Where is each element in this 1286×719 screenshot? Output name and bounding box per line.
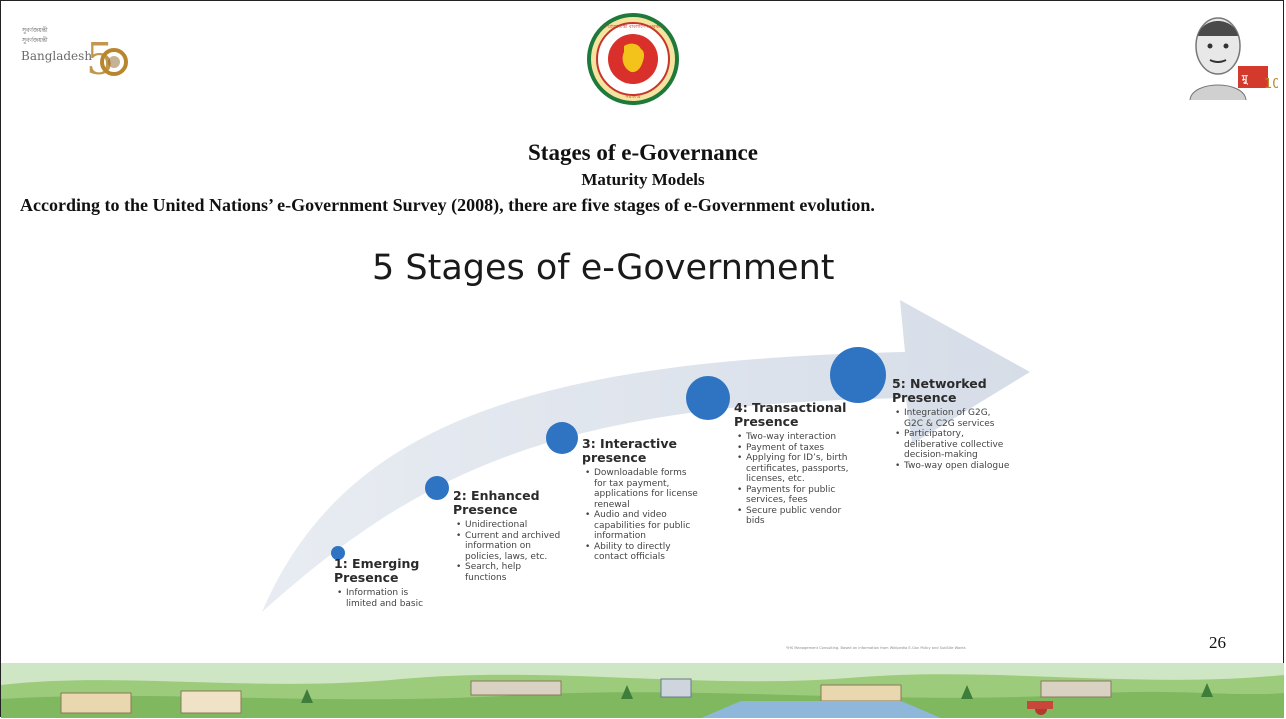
stage-4-bullet: Applying for ID’s, birth certificates, p… [737, 453, 854, 485]
mujib-100-logo: মু 100 [1178, 8, 1286, 104]
stage-5-bullet: Participatory, deliberative collective d… [895, 429, 1010, 461]
stage-4-bullet: Secure public vendor bids [737, 506, 854, 527]
stage-2-circle [425, 476, 449, 500]
slide-title: Stages of e-Governance [528, 140, 758, 165]
svg-text:গণপ্রজাতন্ত্রী বাংলাদেশ সরকার: গণপ্রজাতন্ত্রী বাংলাদেশ সরকার [603, 23, 664, 30]
stage-2-bullet: Unidirectional [456, 520, 563, 531]
stage-3-bullet: Audio and video capabilities for public … [585, 510, 700, 542]
svg-text:সরকারি: সরকারি [624, 94, 640, 100]
stage-2-title-line2: Presence [453, 502, 518, 517]
stage-3-block: 3: Interactive presence Downloadable for… [582, 437, 700, 563]
stage-3-title-line1: 3: Interactive [582, 436, 677, 451]
stage-2-title-line1: 2: Enhanced [453, 488, 540, 503]
svg-text:সুবর্ণজয়ন্তী: সুবর্ণজয়ন্তী [21, 26, 48, 34]
stage-1-block: 1: Emerging Presence Information is limi… [334, 557, 434, 609]
stage-3-title-line2: presence [582, 450, 647, 465]
stage-4-bullet: Payment of taxes [737, 443, 854, 454]
stage-2-block: 2: Enhanced Presence Unidirectional Curr… [453, 489, 563, 583]
stage-1-circle [331, 546, 345, 560]
government-seal-icon: গণপ্রজাতন্ত্রী বাংলাদেশ সরকার সরকারি [586, 12, 680, 106]
stage-4-circle [686, 376, 730, 420]
figure-credit: YHS Management Consulting. Based on info… [786, 646, 966, 650]
bangladesh-50-logo: সুবর্ণজয়ন্তী সুবর্ণজয়ন্তী Bangladesh 5 [18, 14, 128, 94]
stage-1-title-line2: Presence [334, 570, 399, 585]
svg-text:সুবর্ণজয়ন্তী: সুবর্ণজয়ন্তী [21, 36, 48, 44]
stage-4-title-line2: Presence [734, 414, 799, 429]
stage-1-title-line1: 1: Emerging [334, 556, 420, 571]
stage-3-bullet: Ability to directly contact officials [585, 542, 700, 563]
page-number: 26 [1209, 633, 1226, 652]
stage-4-bullet: Payments for public services, fees [737, 485, 854, 506]
stage-1-bullet: Information is limited and basic [337, 588, 434, 609]
stage-4-bullet: Two-way interaction [737, 432, 854, 443]
stage-3-bullet: Downloadable forms for tax payment, appl… [585, 468, 700, 510]
stage-2-bullet: Search, help functions [456, 562, 563, 583]
stage-5-block: 5: Networked Presence Integration of G2G… [892, 377, 1010, 471]
stage-5-bullet: Integration of G2G, G2C & C2G services [895, 408, 1010, 429]
stage-5-title-line2: Presence [892, 390, 957, 405]
stage-5-title-line1: 5: Networked [892, 376, 987, 391]
stage-3-circle [546, 422, 578, 454]
stage-4-title-line1: 4: Transactional [734, 400, 847, 415]
svg-text:Bangladesh: Bangladesh [21, 49, 92, 63]
stage-2-bullet: Current and archived information on poli… [456, 531, 563, 563]
footer-landscape-illustration [1, 663, 1284, 718]
stage-5-circle [830, 347, 886, 403]
stage-4-block: 4: Transactional Presence Two-way intera… [734, 401, 854, 527]
intro-paragraph: According to the United Nations’ e-Gover… [20, 195, 875, 215]
slide-subtitle: Maturity Models [581, 170, 705, 189]
svg-text:মু: মু [1241, 74, 1249, 86]
stage-5-bullet: Two-way open dialogue [895, 461, 1010, 472]
figure-title: 5 Stages of e-Government [372, 248, 835, 288]
